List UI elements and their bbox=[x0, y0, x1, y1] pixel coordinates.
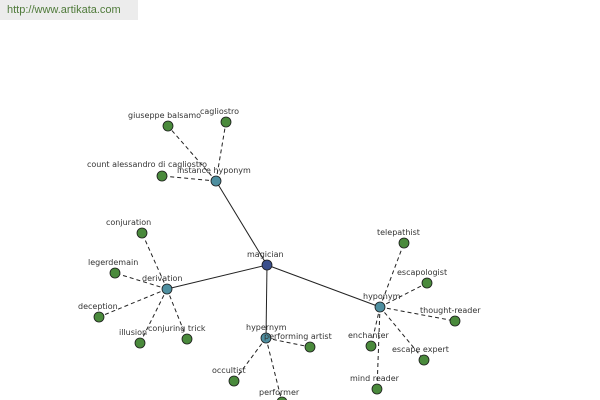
leaf-label-cagliostro[interactable]: cagliostro bbox=[200, 107, 239, 116]
leaf-label-telepathist[interactable]: telepathist bbox=[377, 228, 420, 237]
relation-node-instance-hyponym[interactable] bbox=[210, 175, 222, 187]
leaf-label-count-alessandro-di-cagliostro[interactable]: count alessandro di cagliostro bbox=[87, 160, 207, 169]
relation-label-instance-hyponym[interactable]: instance hyponym bbox=[177, 166, 251, 175]
leaf-label-conjuration[interactable]: conjuration bbox=[106, 218, 151, 227]
leaf-node-legerdemain[interactable] bbox=[109, 267, 121, 279]
leaf-label-illusion[interactable]: illusion bbox=[119, 328, 147, 337]
center-label-magician[interactable]: magician bbox=[247, 250, 284, 259]
leaf-node-illusion[interactable] bbox=[134, 337, 146, 349]
edge-escapologist bbox=[379, 282, 428, 308]
leaf-label-deception[interactable]: deception bbox=[78, 302, 118, 311]
edge-hyponym bbox=[266, 264, 381, 308]
relation-node-hyponym[interactable] bbox=[374, 301, 386, 313]
relation-node-derivation[interactable] bbox=[161, 283, 173, 295]
leaf-node-escapologist[interactable] bbox=[421, 277, 433, 289]
edge-occultist bbox=[233, 337, 267, 382]
edge-conjuration bbox=[141, 232, 168, 290]
edge-conjuring-trick bbox=[166, 288, 188, 340]
edge-enchanter bbox=[370, 306, 381, 347]
edge-cagliostro bbox=[215, 121, 227, 182]
site-url-watermark[interactable]: http://www.artikata.com bbox=[0, 0, 138, 20]
leaf-label-escape-expert[interactable]: escape expert bbox=[392, 345, 449, 354]
leaf-node-cagliostro[interactable] bbox=[220, 116, 232, 128]
relation-label-hyponym[interactable]: hyponym bbox=[363, 292, 401, 301]
leaf-label-thought-reader[interactable]: thought-reader bbox=[420, 306, 481, 315]
leaf-label-performing-artist[interactable]: performing artist bbox=[264, 332, 332, 341]
relation-label-hypernym[interactable]: hypernym bbox=[246, 323, 287, 332]
leaf-node-count-alessandro-di-cagliostro[interactable] bbox=[156, 170, 168, 182]
leaf-label-performer[interactable]: performer bbox=[259, 388, 300, 397]
leaf-node-mind-reader[interactable] bbox=[371, 383, 383, 395]
leaf-node-conjuration[interactable] bbox=[136, 227, 148, 239]
leaf-label-enchanter[interactable]: enchanter bbox=[348, 331, 389, 340]
edge-illusion bbox=[139, 288, 168, 344]
edge-telepathist bbox=[379, 242, 405, 308]
leaf-node-conjuring-trick[interactable] bbox=[181, 333, 193, 345]
leaf-node-occultist[interactable] bbox=[228, 375, 240, 387]
leaf-label-mind-reader[interactable]: mind reader bbox=[350, 374, 400, 383]
leaf-node-telepathist[interactable] bbox=[398, 237, 410, 249]
leaf-node-escape-expert[interactable] bbox=[418, 354, 430, 366]
edge-escape-expert bbox=[379, 306, 425, 361]
leaf-node-performer[interactable] bbox=[276, 396, 288, 400]
leaf-label-giuseppe-balsamo[interactable]: giuseppe balsamo bbox=[128, 111, 201, 120]
center-node-magician[interactable] bbox=[261, 259, 273, 271]
leaf-node-enchanter[interactable] bbox=[365, 340, 377, 352]
leaf-label-conjuring-trick[interactable]: conjuring trick bbox=[148, 324, 206, 333]
leaf-node-deception[interactable] bbox=[93, 311, 105, 323]
edge-performing-artist bbox=[265, 337, 311, 348]
leaf-label-occultist[interactable]: occultist bbox=[212, 366, 246, 375]
leaf-node-thought-reader[interactable] bbox=[449, 315, 461, 327]
relation-label-derivation[interactable]: derivation bbox=[142, 274, 182, 283]
edge-hypernym bbox=[265, 264, 268, 339]
relation-node-hypernym[interactable] bbox=[260, 332, 272, 344]
leaf-label-escapologist[interactable]: escapologist bbox=[397, 268, 447, 277]
leaf-label-legerdemain[interactable]: legerdemain bbox=[88, 258, 138, 267]
edge-derivation bbox=[166, 264, 268, 290]
leaf-node-giuseppe-balsamo[interactable] bbox=[162, 120, 174, 132]
edge-performer bbox=[265, 337, 283, 400]
edge-giuseppe-balsamo bbox=[167, 125, 217, 182]
edge-instance-hyponym bbox=[215, 180, 268, 266]
leaf-node-performing-artist[interactable] bbox=[304, 341, 316, 353]
edge-deception bbox=[98, 288, 168, 318]
edge-thought-reader bbox=[379, 306, 456, 322]
edge-count-alessandro-di-cagliostro bbox=[161, 175, 217, 182]
edge-legerdemain bbox=[114, 272, 168, 290]
